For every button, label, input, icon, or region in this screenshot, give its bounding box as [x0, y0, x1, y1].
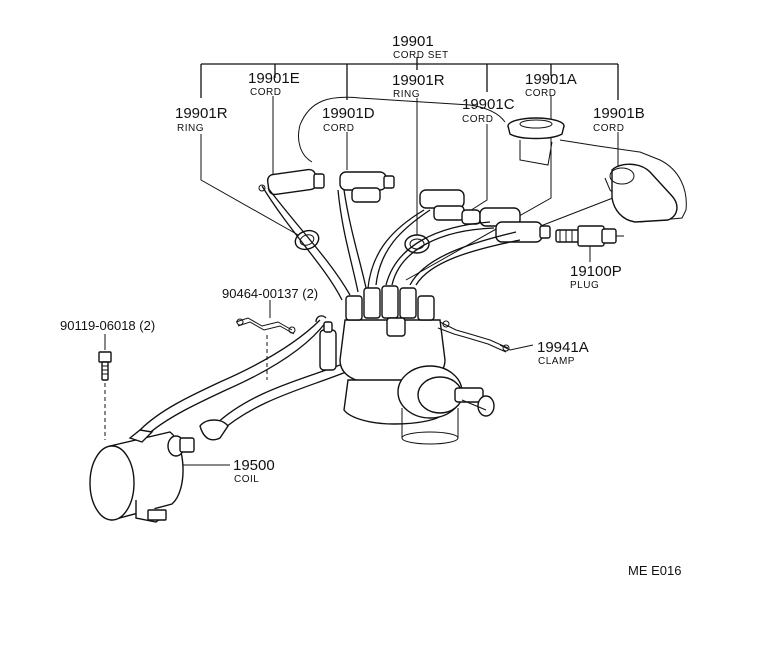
reference-code: ME E016	[628, 563, 681, 578]
svg-text:19901C: 19901C	[462, 96, 515, 113]
svg-text:19901D: 19901D	[322, 105, 375, 122]
plug-boots	[258, 168, 551, 243]
label-bolt: 90119-06018 (2)	[60, 318, 155, 333]
svg-text:19901: 19901	[392, 33, 434, 50]
bolt-shape	[98, 351, 112, 381]
label-clamp-upper: 90464-00137 (2)	[222, 286, 318, 301]
spark-plug	[555, 225, 624, 247]
label-cord-c: 19901C CORD	[462, 96, 515, 125]
svg-text:19100P: 19100P	[570, 263, 622, 280]
svg-text:19941A: 19941A	[537, 339, 589, 356]
ring-left-shape	[294, 229, 320, 251]
engine-outline	[298, 96, 687, 223]
svg-text:COIL: COIL	[234, 474, 259, 485]
svg-text:19901R: 19901R	[175, 105, 228, 122]
svg-text:CORD SET: CORD SET	[393, 50, 449, 61]
label-cord-b: 19901B CORD	[593, 105, 645, 134]
boot-a	[479, 207, 551, 243]
label-plug: 19100P PLUG	[570, 263, 622, 291]
label-ring-left: 19901R RING	[175, 105, 228, 134]
svg-text:CORD: CORD	[462, 114, 493, 125]
svg-text:CORD: CORD	[250, 87, 281, 98]
boot-e	[258, 168, 325, 196]
boot-c	[419, 189, 481, 225]
svg-text:19901R: 19901R	[392, 72, 445, 89]
svg-text:CORD: CORD	[593, 123, 624, 134]
distributor	[339, 285, 495, 445]
svg-text:PLUG: PLUG	[570, 280, 599, 291]
label-coil: 19500 COIL	[233, 457, 275, 485]
svg-text:90119-06018 (2): 90119-06018 (2)	[60, 318, 155, 333]
ignition-cords	[139, 185, 521, 437]
svg-text:RING: RING	[393, 89, 420, 100]
clamp-upper-shape	[235, 317, 296, 335]
svg-text:19901E: 19901E	[248, 70, 300, 87]
label-cord-d: 19901D CORD	[322, 105, 375, 134]
svg-text:19901B: 19901B	[593, 105, 645, 122]
svg-text:19901A: 19901A	[525, 71, 577, 88]
ignition-coil	[89, 315, 337, 523]
cord-set-bracket	[200, 57, 619, 100]
label-cord-set: 19901 CORD SET	[392, 33, 449, 61]
svg-text:90464-00137 (2): 90464-00137 (2)	[222, 286, 318, 301]
label-cord-a: 19901A CORD	[525, 71, 577, 99]
svg-text:CLAMP: CLAMP	[538, 356, 575, 367]
svg-text:CORD: CORD	[323, 123, 354, 134]
clamp-right-shape	[437, 320, 510, 353]
svg-text:RING: RING	[177, 123, 204, 134]
boot-d	[339, 171, 395, 203]
label-cord-e: 19901E CORD	[248, 70, 300, 98]
svg-text:CORD: CORD	[525, 88, 556, 99]
label-clamp-right: 19941A CLAMP	[537, 339, 589, 367]
label-ring-center: 19901R RING	[392, 72, 445, 100]
svg-text:19500: 19500	[233, 457, 275, 474]
